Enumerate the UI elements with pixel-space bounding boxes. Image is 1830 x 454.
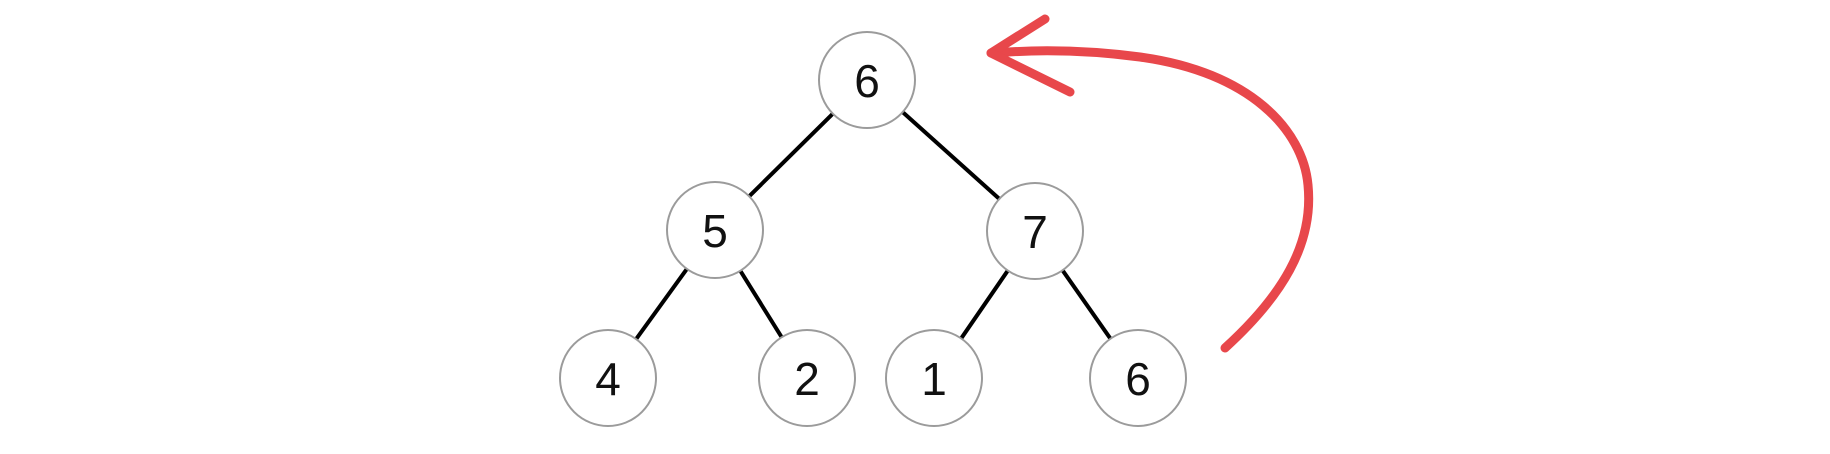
tree-node-circle-n5 [666, 181, 764, 279]
tree-edge-root-n7 [901, 110, 1001, 201]
annotation-arrowhead-lower-barb [986, 48, 1075, 97]
tree-node-label-root: 6 [854, 55, 880, 107]
tree-node-label-n1: 1 [921, 353, 947, 405]
tree-edge-n5-n4 [634, 267, 689, 341]
tree-node-circle-n7 [986, 182, 1084, 280]
tree-edge-n7-n1 [959, 269, 1010, 340]
tree-node-circle-n4 [559, 329, 657, 427]
tree-node-circle-root [818, 31, 916, 129]
tree-node-root[interactable]: 6 [818, 31, 916, 129]
tree-node-n7[interactable]: 7 [986, 182, 1084, 280]
tree-node-n1[interactable]: 1 [885, 329, 983, 427]
tree-node-circle-n6b [1089, 329, 1187, 427]
annotation-arrow-curve [990, 46, 1314, 353]
tree-node-label-n4: 4 [595, 353, 621, 405]
annotation-arrowhead-upper-barb [986, 14, 1050, 58]
tree-node-n5[interactable]: 5 [666, 181, 764, 279]
tree-node-n4[interactable]: 4 [559, 329, 657, 427]
tree-node-circle-n1 [885, 329, 983, 427]
tree-node-n6b[interactable]: 6 [1089, 329, 1187, 427]
tree-edge-n7-n6b [1060, 269, 1113, 340]
tree-nodes-group: 6 5 7 4 2 1 6 [559, 31, 1187, 427]
tree-node-circle-n2 [758, 329, 856, 427]
tree-node-label-n7: 7 [1022, 206, 1048, 258]
tree-node-n2[interactable]: 2 [758, 329, 856, 427]
tree-node-label-n5: 5 [702, 205, 728, 257]
tree-edges-group [634, 110, 1113, 341]
tree-node-label-n2: 2 [794, 353, 820, 405]
tree-edge-root-n5 [747, 112, 835, 198]
annotation-arrow-group [986, 14, 1314, 353]
tree-edge-n5-n2 [738, 269, 784, 339]
tree-node-label-n6b: 6 [1125, 353, 1151, 405]
